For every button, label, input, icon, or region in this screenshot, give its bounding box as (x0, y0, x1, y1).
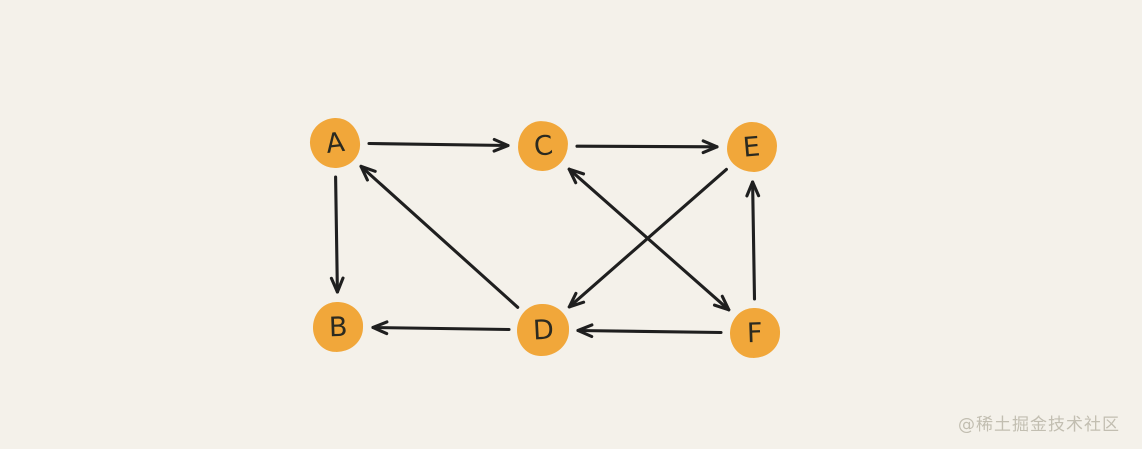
arrowhead-into-E (745, 180, 761, 198)
arrowhead-into-D (576, 323, 594, 339)
edge-A-C (367, 141, 510, 148)
arrowhead-into-C (567, 167, 586, 185)
node-A-label: A (323, 126, 347, 160)
arrowhead-into-D (567, 291, 586, 309)
edge-F-E (751, 180, 757, 301)
arrowhead-into-B (371, 320, 389, 336)
edge-F-D (576, 328, 723, 335)
node-E: E (726, 121, 778, 173)
arrowhead-into-B (329, 276, 345, 294)
node-E-label: E (742, 130, 762, 164)
arrowhead-into-C (492, 137, 510, 153)
watermark: @稀土掘金技术社区 (958, 415, 1120, 435)
edge-A-B (334, 175, 339, 294)
arrowhead-into-F (712, 294, 731, 312)
arrowhead-into-A (359, 164, 377, 182)
node-D-label: D (531, 313, 555, 347)
node-B-label: B (328, 311, 348, 343)
arrowhead-into-E (701, 139, 719, 155)
edge-C-F (567, 167, 731, 312)
edge-D-A (359, 164, 520, 309)
edge-D-B (371, 325, 511, 332)
node-C-label: C (531, 129, 554, 163)
node-F-label: F (746, 317, 764, 349)
edge-C-E (575, 144, 719, 149)
